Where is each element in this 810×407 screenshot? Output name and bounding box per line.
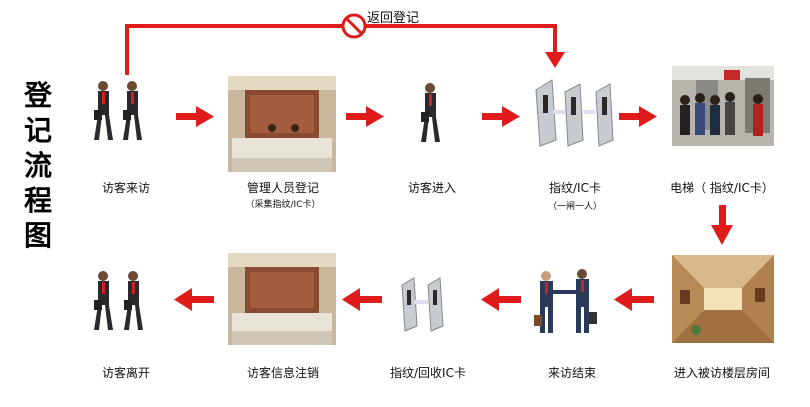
visitor-leaving-icon (94, 271, 143, 330)
turnstile-exit-image (401, 277, 444, 332)
hallway-image (672, 255, 774, 343)
elevator-crowd-image (672, 66, 774, 146)
step-label-return-ic: 指纹/回收IC卡 (390, 366, 466, 380)
title-char: 程 (23, 184, 52, 217)
arrow-right-icon (176, 106, 214, 127)
arrow-right-icon (482, 106, 520, 127)
title-char: 记 (23, 114, 52, 147)
arrow-left-icon (481, 288, 521, 311)
step-sublabel-collect-fingerprint: （采集指纹/IC卡） (245, 200, 321, 210)
arrow-down-icon (711, 205, 733, 245)
arrow-left-icon (614, 288, 654, 311)
title-char: 流 (23, 149, 52, 182)
step-label-visitor-arrives: 访客来访 (101, 181, 151, 195)
step-label-visitor-enters: 访客进入 (407, 181, 457, 195)
arrow-left-icon (174, 288, 214, 311)
step-sublabel-one-gate-one-person: （一闸一人） (547, 202, 603, 212)
return-loop-arrowhead (545, 52, 565, 68)
title-char: 登 (23, 79, 52, 112)
return-loop-line (125, 24, 557, 75)
handshake-icon (534, 269, 597, 333)
turnstile-gate-image (535, 79, 614, 147)
step-label-staff-register: 管理人员登记 (246, 181, 320, 195)
title-char: 图 (23, 219, 52, 252)
no-entry-icon (341, 13, 367, 39)
reception-desk-image (228, 76, 336, 172)
arrow-right-icon (619, 106, 657, 127)
arrow-right-icon (346, 106, 384, 127)
step-label-visit-ends: 来访结束 (547, 366, 597, 380)
flowchart-title: 登 记 流 程 图 (18, 78, 58, 253)
visitor-walking-icon (94, 81, 142, 140)
step-label-elevator: 电梯（ 指纹/IC卡） (670, 181, 774, 195)
visitor-entering-icon (421, 83, 440, 142)
arrow-left-icon (342, 288, 382, 311)
return-loop-label: 返回登记 (367, 11, 420, 26)
step-label-fingerprint-ic: 指纹/IC卡 (549, 181, 601, 195)
step-label-visitor-leaves: 访客离开 (101, 366, 151, 380)
reception-desk-image-2 (228, 253, 336, 345)
step-label-visitor-deregister: 访客信息注销 (246, 366, 320, 380)
step-label-enter-floor-room: 进入被访楼层房间 (673, 366, 771, 380)
